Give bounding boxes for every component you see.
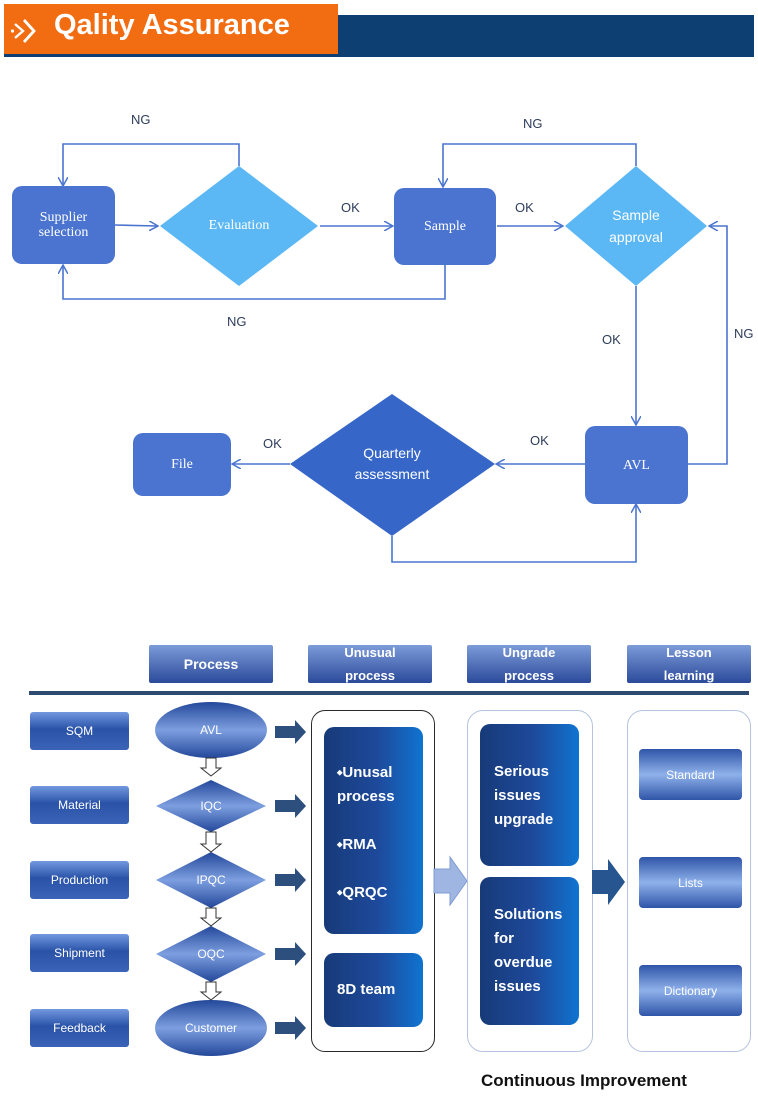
light-right-arrow-icon [433, 855, 468, 907]
flowchart-connectors [0, 143, 728, 563]
evaluation-diamond [160, 166, 318, 286]
sqm-item: SQM [30, 712, 129, 750]
continuous-improvement-caption: Continuous Improvement [481, 1071, 687, 1090]
rma-item: ⬩RMA [337, 836, 377, 853]
production-label: Production [50, 873, 109, 887]
material-item: Material [30, 786, 129, 824]
ng-label: NG [227, 314, 247, 329]
qrqc-item: ⬩QRQC [337, 884, 388, 901]
dictionary-item: Dictionary [639, 965, 742, 1016]
avl-box: AVL [585, 426, 688, 504]
8d-team-label: 8D team [337, 981, 396, 998]
ipqc-diamond [156, 852, 266, 908]
double-chevron-icon [10, 19, 36, 43]
production-item: Production [30, 861, 129, 899]
ungrade-process-header: Ungrade process [467, 645, 591, 683]
oqc-diamond [156, 926, 266, 982]
8d-team-panel: 8D team [324, 953, 423, 1027]
rma-text: RMA [342, 836, 377, 853]
header-title-background [4, 4, 338, 54]
iqc-diamond [156, 780, 266, 832]
ok-label: OK [341, 200, 360, 215]
ok-label: OK [515, 200, 534, 215]
page-title: Qality Assurance [54, 9, 290, 41]
oqc-shape-label: OQC [197, 947, 225, 961]
dictionary-label: Dictionary [663, 983, 718, 998]
standard-item: Standard [639, 749, 742, 800]
lists-label: Lists [678, 875, 703, 890]
lesson-learning-header-label: Lesson learning [663, 645, 715, 683]
process-shapes [155, 702, 306, 1056]
avl-label: AVL [623, 457, 650, 473]
ok-label: OK [602, 332, 621, 347]
evaluation-label: Evaluation [208, 218, 270, 233]
avl-ellipse [155, 702, 267, 758]
shipment-item: Shipment [30, 934, 129, 972]
customer-ellipse [155, 1000, 267, 1056]
header-divider [29, 691, 749, 695]
solutions-label: Solutions for overdue issues [494, 906, 563, 995]
serious-issues-panel: Serious issues upgrade [480, 724, 579, 866]
ipqc-shape-label: IPQC [196, 873, 226, 887]
lesson-learning-header: Lesson learning [627, 645, 751, 683]
ok-label: OK [263, 436, 282, 451]
avl-shape-label: AVL [200, 723, 222, 737]
qrqc-text: QRQC [342, 884, 388, 901]
serious-issues-label: Serious issues upgrade [494, 763, 554, 828]
sample-approval-label: Sample approval [609, 207, 663, 245]
feedback-label: Feedback [53, 1021, 106, 1035]
file-label: File [171, 457, 193, 472]
material-label: Material [58, 798, 101, 812]
lists-item: Lists [639, 857, 742, 908]
sample-box: Sample [394, 188, 496, 265]
quarterly-assessment-label: Quarterly assessment [354, 445, 430, 482]
unusual-process-item: ⬩Unusal process [337, 764, 395, 805]
feedback-item: Feedback [30, 1009, 129, 1047]
ng-label: NG [523, 116, 543, 131]
ng-label: NG [131, 112, 151, 127]
unusual-process-panel: ⬩Unusal process ⬩RMA ⬩QRQC [324, 727, 423, 934]
quarterly-assessment-diamond [290, 394, 495, 536]
sample-approval-diamond [565, 166, 707, 286]
ok-label: OK [530, 433, 549, 448]
unusual-process-text: Unusal process [337, 764, 395, 805]
unusual-process-header: Unusual process [308, 645, 432, 683]
unusual-process-header-label: Unusual process [344, 645, 396, 683]
file-box: File [133, 433, 231, 496]
standard-label: Standard [666, 767, 715, 782]
ungrade-process-header-label: Ungrade process [502, 645, 556, 683]
dark-right-arrow-icon [592, 859, 625, 905]
sqm-label: SQM [65, 724, 94, 738]
supplier-selection-box: Supplier selection [12, 186, 115, 264]
customer-shape-label: Customer [184, 1021, 237, 1035]
ng-label: NG [734, 326, 754, 341]
process-header-label: Process [183, 655, 239, 672]
shipment-label: Shipment [54, 946, 105, 960]
iqc-shape-label: IQC [200, 799, 222, 813]
process-header: Process [149, 645, 273, 683]
solutions-panel: Solutions for overdue issues [480, 877, 579, 1025]
supplier-selection-label: Supplier selection [38, 210, 89, 240]
sample-label: Sample [424, 219, 466, 234]
